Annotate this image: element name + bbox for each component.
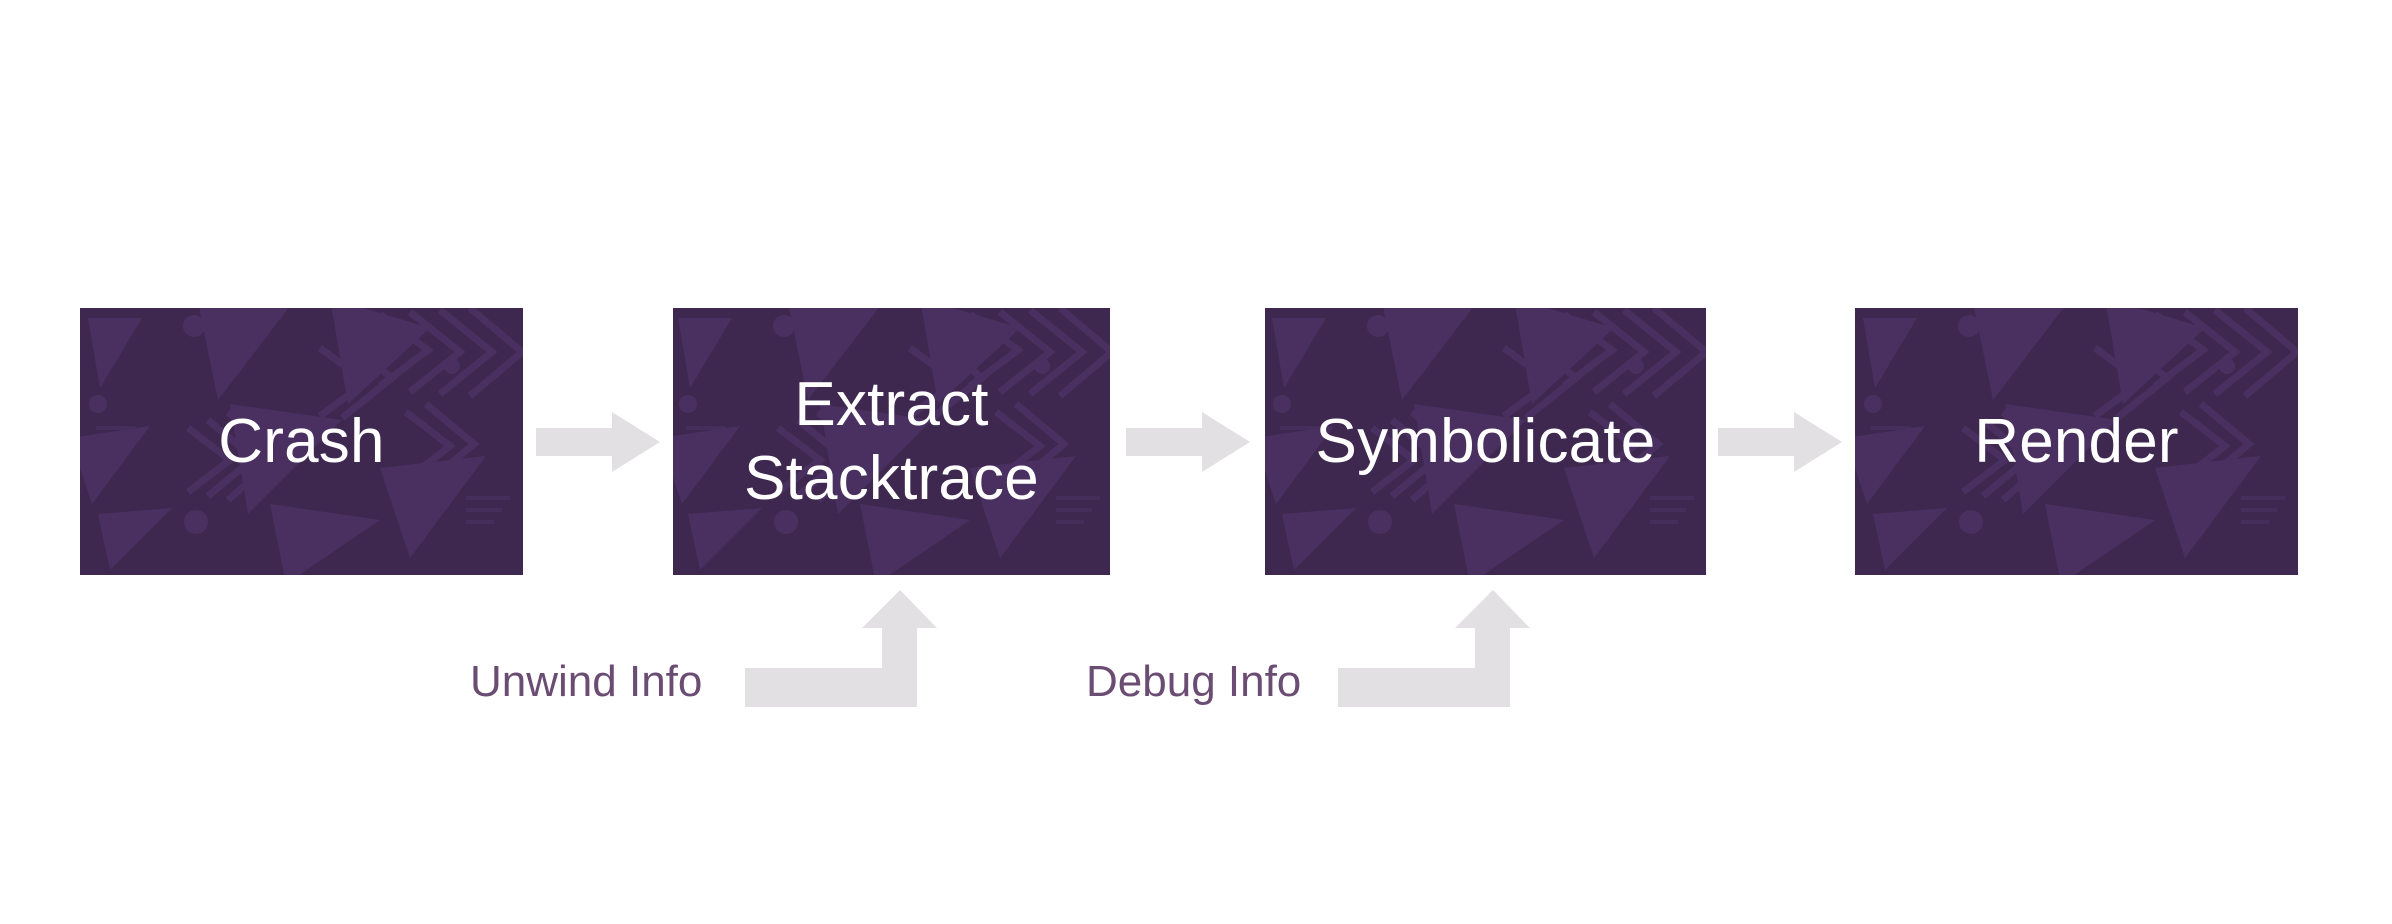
- process-box-label: Symbolicate: [1315, 406, 1656, 476]
- flow-arrow-right-icon: [1126, 412, 1250, 472]
- process-box-label: Render: [1974, 406, 2179, 476]
- process-box-label: Crash: [218, 406, 385, 476]
- input-label-debug-info: Debug Info: [1086, 657, 1302, 706]
- input-label-unwind-info: Unwind Info: [470, 657, 703, 706]
- process-box-extract-stacktrace[interactable]: Extract Stacktrace: [673, 308, 1110, 575]
- elbow-arrow-up-icon: [1338, 590, 1530, 707]
- process-box-label: Extract Stacktrace: [744, 370, 1039, 513]
- process-box-symbolicate[interactable]: Symbolicate: [1265, 308, 1706, 575]
- flow-arrow-right-icon: [536, 412, 660, 472]
- process-box-render[interactable]: Render: [1855, 308, 2298, 575]
- process-box-crash[interactable]: Crash: [80, 308, 523, 575]
- flow-arrow-right-icon: [1718, 412, 1842, 472]
- elbow-arrow-up-icon: [745, 590, 937, 707]
